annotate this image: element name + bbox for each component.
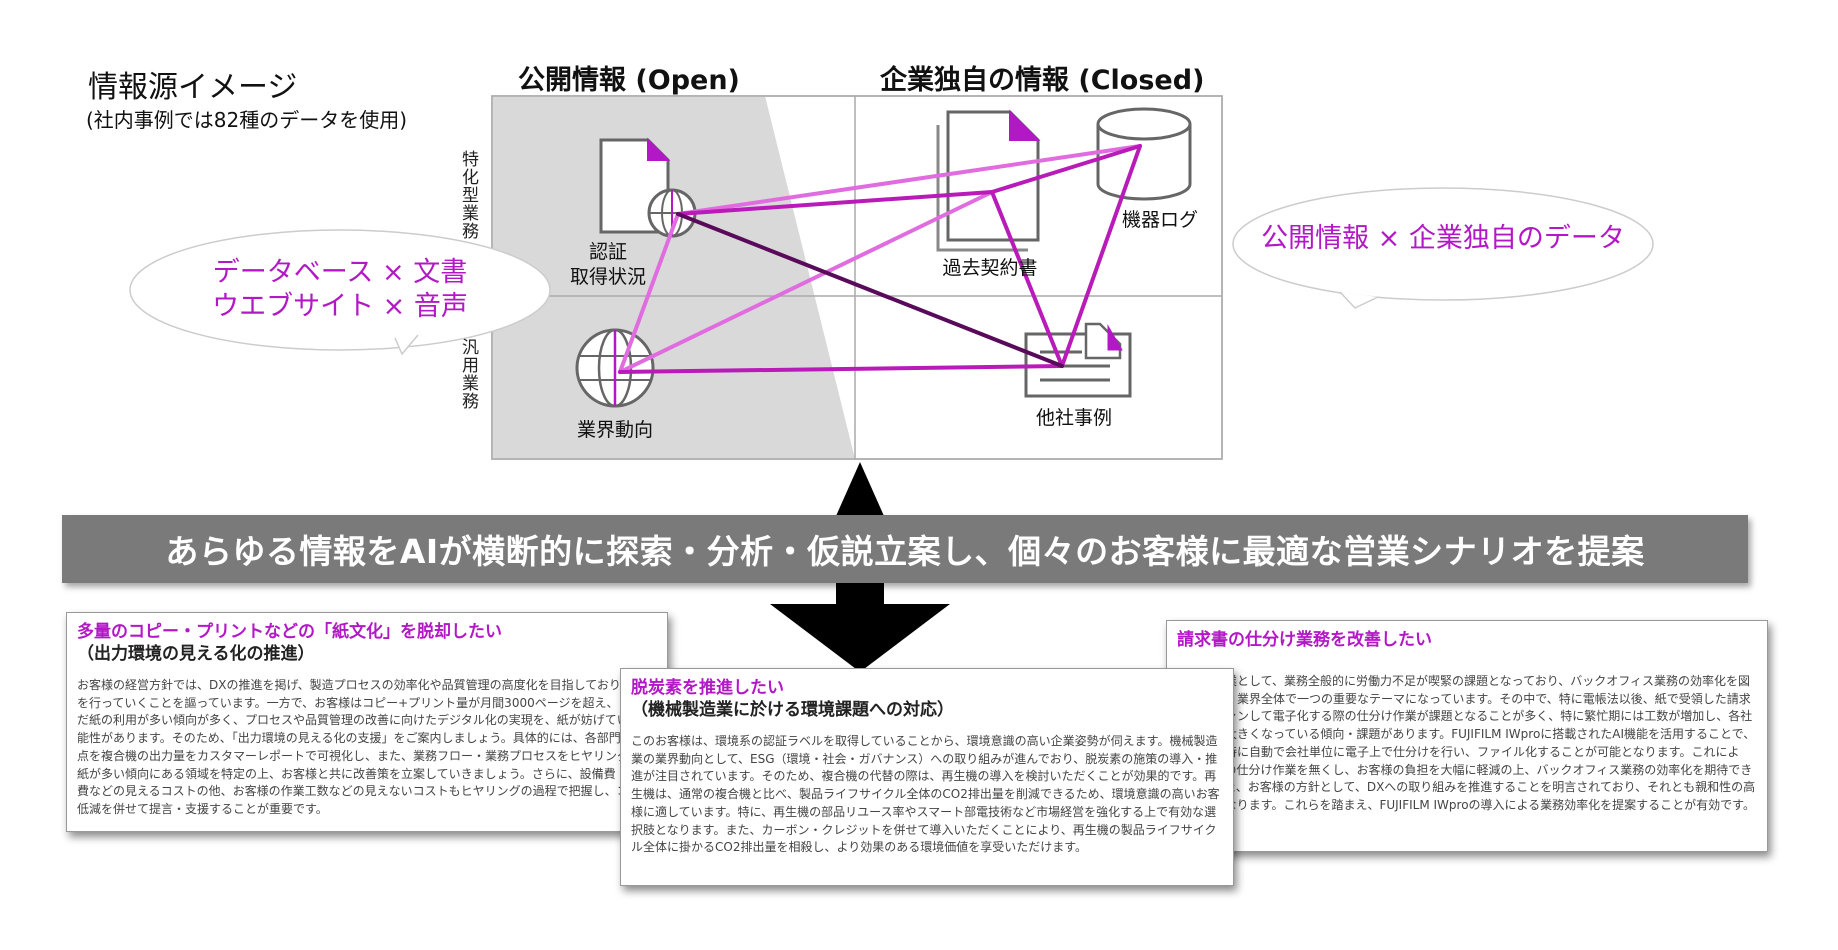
scenario-card-decarbonization: 脱炭素を推進したい （機械製造業に於ける環境課題への対応） このお客様は、環境系… [620,668,1234,886]
link-device-cases [1060,144,1142,368]
scenario-card-paper: 多量のコピー・プリントなどの「紙文化」を脱却したい （出力環境の見える化の推進）… [66,612,668,832]
link-certification-cases [676,212,1064,368]
link-certification-contracts [676,190,994,216]
link-certification-device [676,144,1142,216]
summary-banner-text: あらゆる情報をAIが横断的に探索・分析・仮説立案し、個々のお客様に最適な営業シナ… [165,532,1645,571]
link-certification-industry [618,212,680,374]
link-device-contracts [990,144,1142,194]
row-label-general: 汎用業務 [458,338,478,410]
card-title: 請求書の仕分け業務を改善したい [1177,630,1432,650]
card-title: 脱炭素を推進したい [631,678,784,698]
down-arrow-icon [770,462,950,672]
card-body: お客様の経営方針では、DXの推進を掲げ、製造プロセスの効率化や品質管理の高度化を… [77,678,657,816]
link-industry-cases [618,364,1064,374]
row-label-specialized: 特化型業務 [458,150,478,240]
summary-banner: あらゆる情報をAIが横断的に探索・分析・仮説立案し、個々のお客様に最適な営業シナ… [62,515,1748,583]
left-bubble-text: データベース × 文書 ウエブサイト × 音声 [212,257,468,322]
page-subtitle: (社内事例では82種のデータを使用) [86,108,408,132]
stacked-documents-icon [936,109,1041,252]
right-bubble [1232,187,1654,309]
card-title: 多量のコピー・プリントなどの「紙文化」を脱却したい [77,622,502,642]
link-contracts-cases [990,190,1064,368]
right-bubble-text: 公開情報 × 企業独自のデータ [1261,223,1625,254]
globe-icon [575,328,655,408]
scenario-card-invoice: 請求書の仕分け業務を改善したい 機械製造業として、業務全般的に労働力不足が喫緊の… [1166,620,1768,852]
left-bubble [129,229,551,356]
page-title: 情報源イメージ [88,70,298,105]
case-document-icon [1024,322,1132,398]
node-label-certification: 認証 取得状況 [569,241,646,288]
node-label-industry-trends: 業界動向 [576,419,653,441]
node-label-other-cases: 他社事例 [1035,407,1112,429]
connection-lines [618,144,1142,374]
node-label-past-contracts: 過去契約書 [942,257,1038,279]
open-column-header: 公開情報 (Open) [518,65,740,96]
node-label-device-logs: 機器ログ [1121,209,1198,231]
link-industry-contracts [618,190,994,374]
card-subtitle: （機械製造業に於ける環境課題への対応） [631,700,954,720]
card-body: このお客様は、環境系の認証ラベルを取得していることから、環境意識の高い企業姿勢が… [631,734,1220,855]
closed-column-header: 企業独自の情報 (Closed) [880,65,1205,96]
database-icon [1096,107,1192,201]
card-body: 機械製造業として、業務全般的に労働力不足が喫緊の課題となっており、バックオフィス… [1177,674,1756,812]
card-subtitle: （出力環境の見える化の推進） [77,644,315,664]
